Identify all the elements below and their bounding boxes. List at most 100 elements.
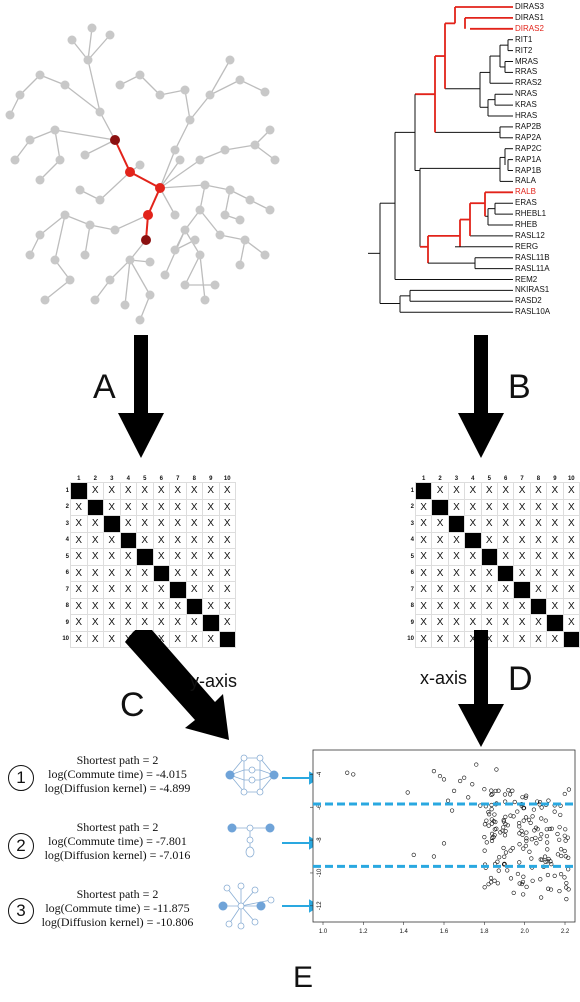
arrow-d [458, 630, 504, 747]
matrix-cell: X [496, 498, 515, 516]
matrix-cell: X [529, 498, 548, 516]
network-edge [124, 259, 131, 306]
matrix-diagonal-cell [431, 498, 449, 516]
network-edge [159, 149, 176, 189]
x-tick-label: 1.8 [480, 929, 489, 935]
scatter-point [405, 790, 410, 795]
scatter-point [529, 837, 534, 842]
example-2-text: Shortest path = 2 log(Commute time) = -7… [30, 820, 205, 862]
matrix-cell: X [496, 597, 515, 615]
matrix-cell: X [136, 564, 154, 582]
y-tick-label: -12 [317, 901, 323, 910]
arrow-b [458, 335, 504, 458]
matrix-row-header: 1 [410, 487, 414, 494]
example-1-number: 1 [8, 765, 34, 791]
matrix-cell: X [529, 630, 548, 648]
matrix-cell: X [480, 597, 498, 615]
matrix-cell: X [496, 614, 515, 632]
matrix-col-header: 5 [143, 476, 147, 482]
scatter-point [530, 814, 535, 819]
gene-label: HRAS [515, 111, 538, 120]
matrix-cell: X [414, 548, 433, 566]
matrix-cell: X [496, 515, 515, 533]
matrix-cell: X [431, 548, 449, 566]
matrix-cell: X [496, 531, 515, 549]
network-node [105, 30, 115, 40]
scatter-point [534, 841, 539, 846]
matrix-cell: X [513, 482, 531, 500]
matrix-cell: X [513, 498, 531, 516]
network-path-edge [114, 139, 131, 173]
matrix-cell: X [546, 515, 564, 533]
gene-label: RASD2 [515, 296, 542, 306]
network-edge [159, 159, 201, 189]
matrix-cell: X [431, 482, 449, 500]
matrix-diagonal-cell [496, 564, 515, 582]
example-2-number: 2 [8, 833, 34, 859]
scatter-point [437, 773, 443, 779]
label-b: B [508, 368, 531, 406]
network-edge [114, 214, 149, 231]
gene-label: RASL11B [515, 252, 550, 262]
scatter-point [524, 884, 529, 889]
scatter-point [411, 852, 416, 857]
network-endpoint-node [141, 235, 151, 245]
matrix-row-header: 8 [65, 603, 69, 610]
x-tick-label: 1.4 [399, 929, 408, 935]
matrix-cell: X [546, 498, 564, 516]
matrix-cell: X [414, 564, 433, 582]
scatter-point [524, 793, 529, 798]
scatter-point [521, 892, 526, 897]
matrix-cell: X [202, 515, 220, 533]
matrix-col-header: 1 [77, 476, 81, 482]
scatter-point [519, 828, 524, 833]
network-node [5, 110, 15, 120]
scatter-point [537, 800, 543, 805]
y-tick-label: -4 [317, 771, 323, 777]
matrix-cell: X [86, 515, 104, 533]
matrix-cell: X [152, 614, 170, 632]
network-node [67, 35, 77, 45]
network-node [180, 225, 190, 235]
matrix-cell: X [86, 630, 104, 648]
matrix-cell: X [546, 548, 564, 566]
example-2-line1: Shortest path = 2 [76, 820, 159, 834]
matrix-col-header: 10 [567, 476, 575, 482]
scatter-point [546, 798, 551, 803]
matrix-cell: X [185, 581, 203, 599]
matrix-cell: X [202, 482, 220, 500]
scatter-point [555, 831, 560, 837]
matrix-cell: X [152, 531, 170, 549]
matrix-cell: X [513, 614, 531, 632]
scatter-point [496, 788, 501, 793]
matrix-cell: X [496, 482, 515, 500]
network-node [55, 155, 65, 165]
network-edge [159, 187, 176, 216]
network-node [250, 140, 260, 150]
scatter-point [503, 829, 508, 834]
matrix-cell: X [202, 531, 220, 549]
label-e: E [293, 961, 314, 994]
scatter-point [482, 822, 488, 827]
scatter-point [484, 840, 489, 845]
arrow-c [125, 630, 229, 740]
scatter-point [503, 821, 508, 827]
scatter-point [482, 848, 487, 853]
matrix-cell: X [218, 515, 236, 533]
matrix-cell: X [218, 482, 236, 500]
matrix-col-header: 7 [176, 476, 180, 482]
network-node [185, 115, 195, 125]
matrix-cell: X [103, 614, 121, 632]
matrix-col-header: 4 [471, 476, 475, 482]
matrix-cell: X [431, 581, 449, 599]
network-edge [99, 111, 116, 141]
matrix-cell: X [431, 614, 449, 632]
scatter-point [489, 807, 494, 812]
matrix-cell: X [414, 614, 433, 632]
network-node [265, 125, 275, 135]
example-3-graph [218, 882, 275, 930]
gene-label: DIRAS1 [515, 12, 544, 22]
matrix-cell: X [136, 531, 154, 549]
